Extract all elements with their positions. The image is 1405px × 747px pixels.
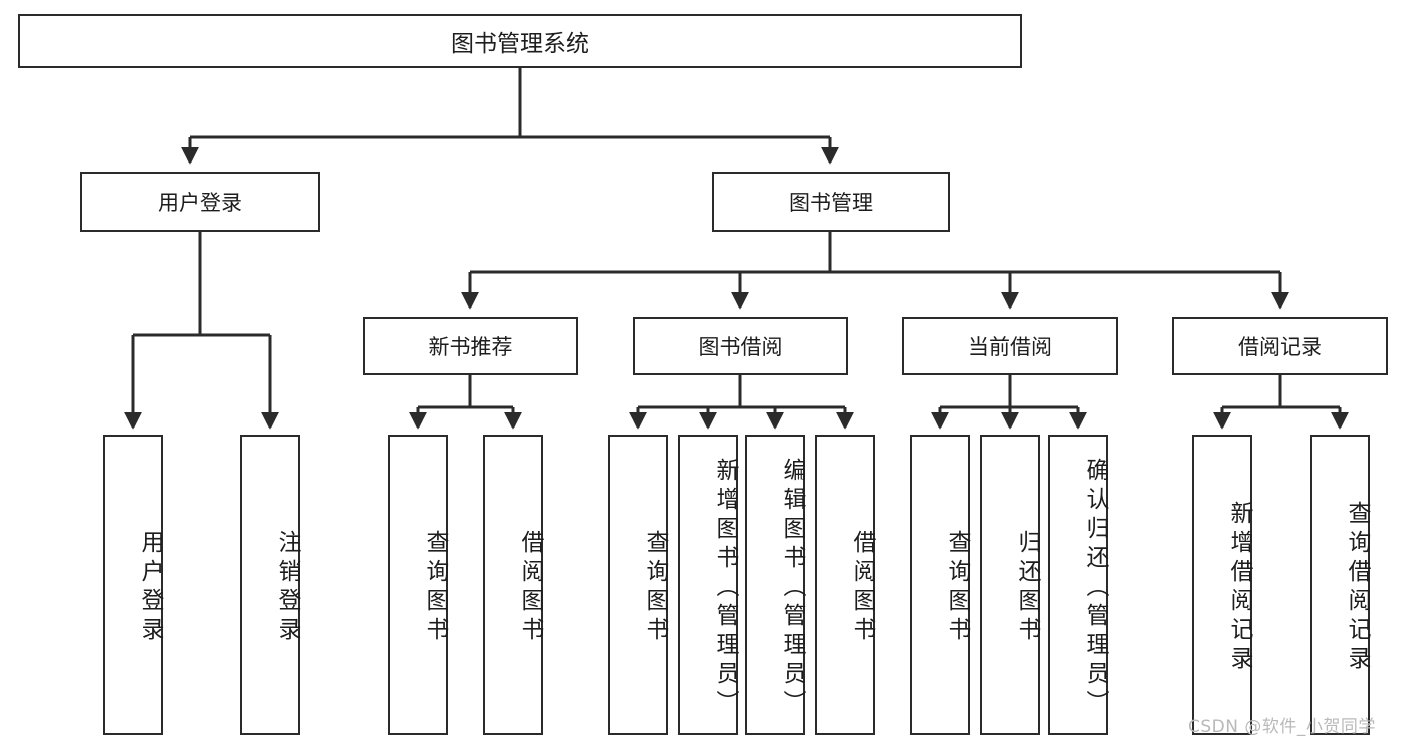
node-book-management[interactable]: 图书管理 [712, 172, 950, 232]
node-leaf-borrow-book-2[interactable]: 借阅图书 [815, 435, 875, 735]
node-leaf-add-book[interactable]: 新增图书（管理员） [678, 435, 738, 735]
node-label: 借阅图书 [517, 530, 543, 646]
node-label: 查询图书 [422, 530, 448, 646]
node-leaf-logout-login[interactable]: 注销登录 [240, 435, 300, 735]
node-label: 归还图书 [1014, 530, 1040, 646]
node-label: 查询图书 [944, 530, 970, 646]
node-current-borrow[interactable]: 当前借阅 [902, 317, 1118, 375]
node-label: 图书管理 [789, 191, 873, 215]
node-leaf-confirm-return[interactable]: 确认归还（管理员） [1048, 435, 1108, 735]
node-label: 新增借阅记录 [1226, 501, 1252, 675]
node-leaf-add-record[interactable]: 新增借阅记录 [1192, 435, 1252, 735]
node-label: 查询借阅记录 [1344, 501, 1370, 675]
node-leaf-query-book-3[interactable]: 查询图书 [910, 435, 970, 735]
node-label: 用户登录 [137, 530, 163, 646]
node-label: 新增图书（管理员） [712, 457, 738, 719]
node-leaf-edit-book[interactable]: 编辑图书（管理员） [745, 435, 805, 735]
node-label: 编辑图书（管理员） [779, 457, 805, 719]
node-leaf-query-book-1[interactable]: 查询图书 [388, 435, 448, 735]
node-leaf-borrow-book-1[interactable]: 借阅图书 [483, 435, 543, 735]
node-label: 注销登录 [274, 530, 300, 646]
node-leaf-query-record[interactable]: 查询借阅记录 [1310, 435, 1370, 735]
node-label: 图书管理系统 [451, 31, 589, 57]
node-label: 确认归还（管理员） [1082, 457, 1108, 719]
node-label: 图书借阅 [698, 335, 783, 359]
node-label: 借阅图书 [849, 530, 875, 646]
node-label: 查询图书 [642, 530, 668, 646]
node-user-login[interactable]: 用户登录 [80, 172, 320, 232]
node-label: 用户登录 [158, 191, 242, 215]
node-new-book-recommend[interactable]: 新书推荐 [363, 317, 578, 375]
node-leaf-return-book[interactable]: 归还图书 [980, 435, 1040, 735]
node-book-borrow[interactable]: 图书借阅 [633, 317, 848, 375]
node-leaf-user-login[interactable]: 用户登录 [103, 435, 163, 735]
node-label: 借阅记录 [1238, 335, 1322, 359]
node-root-library-management-system[interactable]: 图书管理系统 [18, 14, 1022, 68]
node-label: 当前借阅 [968, 335, 1052, 359]
node-leaf-query-book-2[interactable]: 查询图书 [608, 435, 668, 735]
node-label: 新书推荐 [428, 335, 513, 359]
node-borrow-record[interactable]: 借阅记录 [1172, 317, 1388, 375]
watermark-text: CSDN @软件_小贺同学 [1188, 717, 1376, 737]
